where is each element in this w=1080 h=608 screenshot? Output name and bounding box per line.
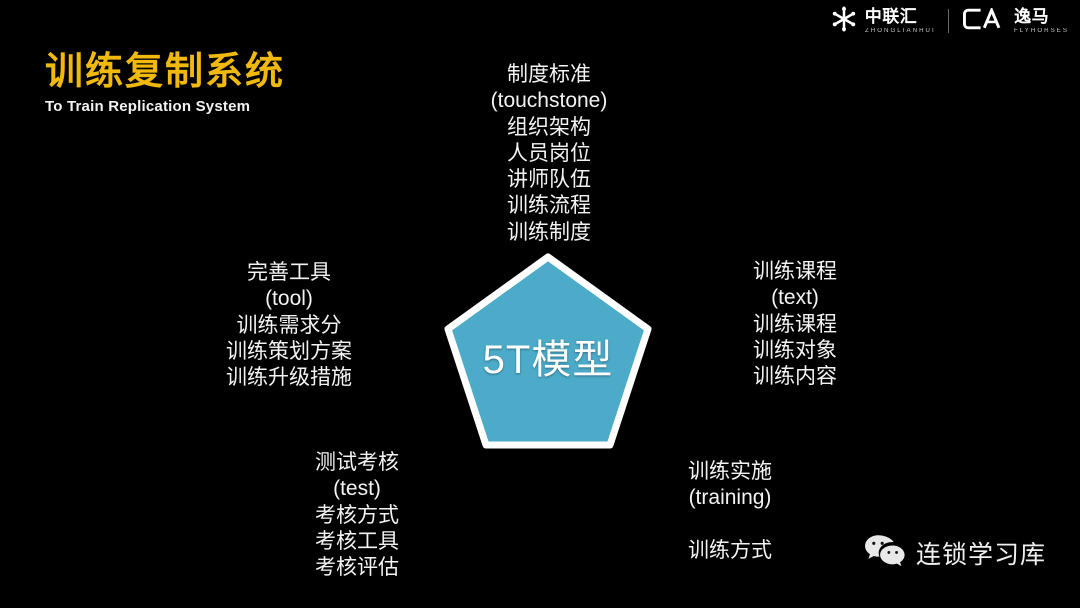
node-training-spacer (635, 512, 825, 538)
node-test-item: 考核方式 (315, 503, 399, 527)
brand-flyhorses-text: 逸马 FLYHORSES (1014, 8, 1068, 34)
node-tool-item: 训练策划方案 (226, 339, 352, 363)
node-test: 测试考核 (test) 考核方式 考核工具 考核评估 (262, 450, 452, 581)
node-training: 训练实施 (training) 训练方式 (635, 459, 825, 564)
node-touchstone-item: 训练流程 (507, 194, 591, 218)
brand-flyhorses-name-cn: 逸马 (1014, 7, 1050, 26)
pentagon-shape: 5T模型 (440, 249, 656, 449)
node-touchstone-subheading: (touchstone) (490, 89, 608, 113)
node-text-item: 训练课程 (753, 312, 837, 336)
node-touchstone-item: 组织架构 (507, 115, 591, 139)
node-touchstone-item: 讲师队伍 (507, 168, 591, 191)
node-training-item: 训练方式 (688, 538, 772, 562)
wechat-watermark: 连锁学习库 (864, 532, 1046, 573)
brand-divider (948, 9, 950, 33)
node-tool: 完善工具 (tool) 训练需求分 训练策划方案 训练升级措施 (189, 260, 389, 391)
brand-flyhorses-name-en: FLYHORSES (1014, 28, 1070, 34)
node-test-item: 考核评估 (315, 556, 399, 579)
wechat-label: 连锁学习库 (916, 540, 1047, 569)
node-touchstone-heading: 制度标准 (507, 63, 591, 86)
node-tool-heading: 完善工具 (247, 261, 331, 284)
node-training-heading: 训练实施 (688, 460, 772, 483)
node-touchstone-item: 人员岗位 (507, 141, 591, 165)
node-tool-item: 训练升级措施 (226, 366, 352, 389)
slide-title-block: 训练复制系统 To Train Replication System (45, 51, 286, 116)
node-test-item: 考核工具 (315, 529, 399, 553)
node-test-subheading: (test) (333, 477, 381, 501)
node-text-heading: 训练课程 (753, 260, 837, 283)
slide-title-en: To Train Replication System (45, 98, 251, 116)
node-text-item: 训练内容 (753, 365, 837, 388)
snowflake-icon (830, 5, 858, 38)
brand-zhonglianhui-text: 中联汇 ZHONGLIANHUI (865, 8, 934, 34)
brand-zhonglianhui-name-cn: 中联汇 (864, 7, 918, 26)
node-text-item: 训练对象 (753, 338, 837, 362)
brand-zhonglianhui-name-en: ZHONGLIANHUI (864, 28, 936, 34)
brand-bar: 中联汇 ZHONGLIANHUI 逸马 FLYHORSES (830, 5, 1068, 38)
wechat-icon (864, 532, 906, 573)
node-training-subheading: (training) (688, 486, 772, 510)
ca-monogram-icon (963, 5, 1007, 35)
node-text-subheading: (text) (771, 286, 819, 310)
node-test-heading: 测试考核 (315, 451, 399, 474)
node-touchstone: 制度标准 (touchstone) 组织架构 人员岗位 讲师队伍 训练流程 训练… (441, 62, 657, 246)
node-tool-item: 训练需求分 (236, 313, 342, 337)
node-tool-subheading: (tool) (265, 287, 313, 311)
node-text: 训练课程 (text) 训练课程 训练对象 训练内容 (700, 259, 890, 390)
brand-flyhorses: 逸马 FLYHORSES (963, 5, 1068, 35)
node-touchstone-item: 训练制度 (507, 220, 591, 244)
slide-title-cn: 训练复制系统 (45, 51, 286, 93)
brand-zhonglianhui: 中联汇 ZHONGLIANHUI (830, 5, 934, 38)
